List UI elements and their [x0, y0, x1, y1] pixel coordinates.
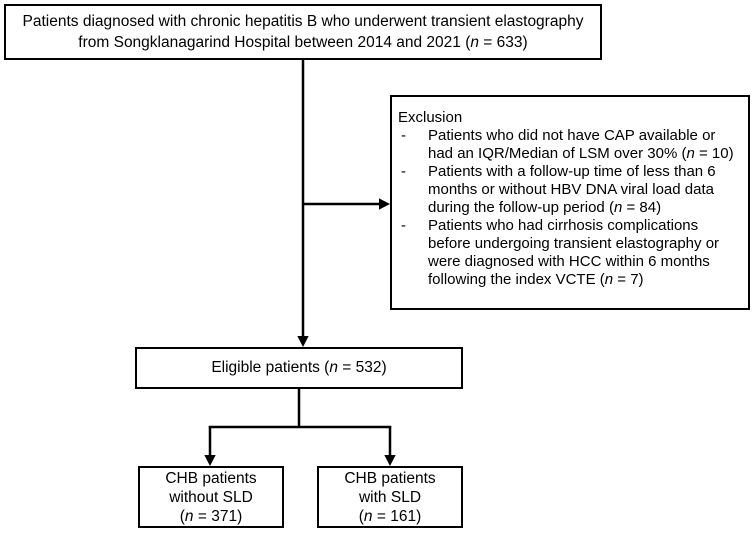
exclusion-item1-n: n — [686, 145, 695, 162]
exclusion-box: Exclusion - Patients who did not have CA… — [390, 95, 750, 310]
enrollment-line2-post: = 633) — [479, 34, 528, 51]
exclusion-item-text: Patients who did not have CAP available … — [428, 127, 742, 163]
exclusion-item3-post: = 7) — [613, 271, 644, 288]
chb-with-sld-line1: CHB patients — [344, 469, 436, 487]
exclusion-title: Exclusion — [398, 109, 463, 126]
chb-with-sld-line3: (n = 161) — [359, 507, 421, 526]
enrollment-n: n — [470, 34, 479, 51]
chb-with-sld-post: = 161) — [372, 507, 422, 525]
enrollment-box: Patients diagnosed with chronic hepatiti… — [4, 4, 602, 60]
chb-without-sld-box: CHB patients without SLD (n = 371) — [138, 466, 284, 528]
exclusion-item: - Patients with a follow-up time of less… — [398, 163, 742, 217]
exclusion-item: - Patients who did not have CAP availabl… — [398, 127, 742, 163]
exclusion-bullet: - — [401, 127, 406, 144]
enrollment-line2-pre: from Songklanagarind Hospital between 20… — [78, 34, 471, 51]
exclusion-item1-post: = 10) — [694, 145, 734, 162]
exclusion-item2-post: = 84) — [622, 199, 662, 216]
chb-without-sld-line1: CHB patients — [165, 469, 257, 487]
exclusion-item-text: Patients who had cirrhosis complications… — [428, 217, 742, 289]
eligible-n: n — [329, 359, 338, 376]
exclusion-bullet: - — [401, 217, 406, 234]
chb-without-sld-line3: (n = 371) — [180, 507, 242, 526]
exclusion-item2-n: n — [613, 199, 623, 216]
chb-without-sld-post: = 371) — [193, 507, 243, 525]
exclusion-bullet: - — [401, 163, 406, 180]
arrowhead-into-exclusion — [379, 198, 390, 210]
chb-with-sld-box: CHB patients with SLD (n = 161) — [317, 466, 463, 528]
arrowhead-into-right-box — [384, 455, 396, 466]
chb-without-sld-pre: ( — [179, 507, 185, 525]
exclusion-item3-pre: Patients who had cirrhosis complications… — [428, 217, 720, 288]
exclusion-item1-pre: Patients who did not have CAP available … — [428, 127, 716, 162]
arrowhead-into-left-box — [204, 455, 216, 466]
exclusion-item2-pre: Patients with a follow-up time of less t… — [428, 163, 716, 216]
enrollment-line2: from Songklanagarind Hospital between 20… — [78, 32, 527, 53]
exclusion-item-text: Patients with a follow-up time of less t… — [428, 163, 742, 217]
arrowhead-into-eligible — [297, 336, 309, 347]
exclusion-item: - Patients who had cirrhosis complicatio… — [398, 217, 742, 289]
enrollment-line1: Patients diagnosed with chronic hepatiti… — [22, 13, 584, 30]
chb-with-sld-pre: ( — [358, 507, 364, 525]
eligible-line: Eligible patients (n = 532) — [211, 358, 386, 378]
chb-with-sld-line2: with SLD — [358, 488, 422, 506]
chb-without-sld-n: n — [184, 507, 194, 525]
chb-with-sld-n: n — [363, 507, 373, 525]
eligible-post: = 532) — [337, 359, 387, 376]
eligible-pre: Eligible patients ( — [211, 359, 330, 376]
eligible-box: Eligible patients (n = 532) — [135, 347, 463, 389]
chb-without-sld-line2: without SLD — [169, 488, 253, 506]
exclusion-item3-n: n — [604, 271, 614, 288]
